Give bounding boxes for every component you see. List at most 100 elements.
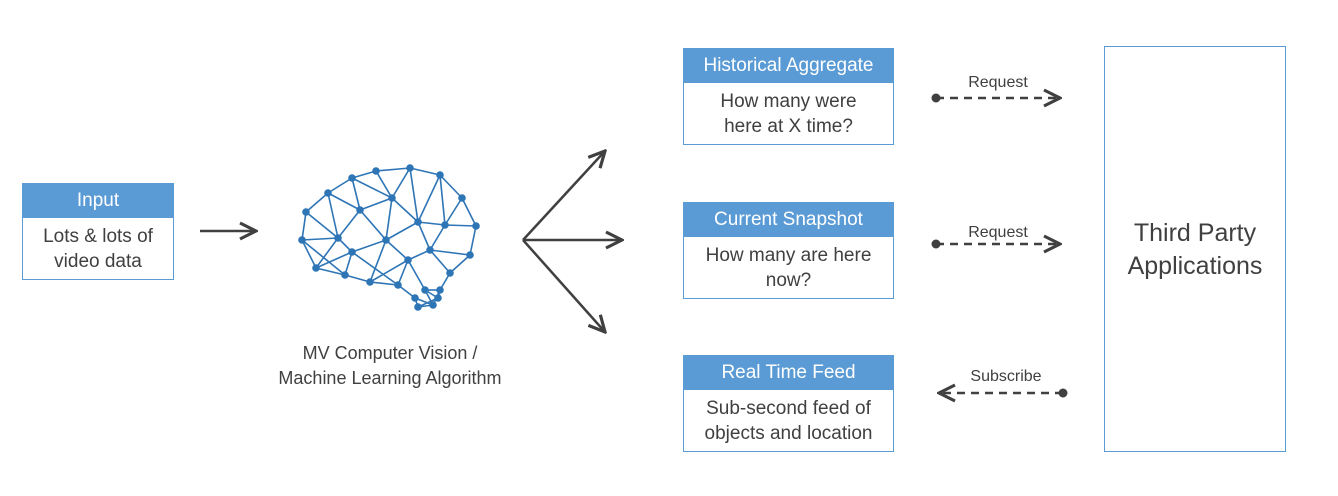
request-label-snapshot: Request [968,224,1028,241]
brain-node [341,271,349,279]
brain-edge [344,274,371,283]
real-time-feed-body: Sub-second feed of objects and location [704,398,873,444]
brain-edge [337,209,361,239]
brain-edge [417,221,431,251]
brain-edge [417,221,446,226]
brain-edge [407,249,431,261]
brain-edge [351,170,377,179]
brain-node [436,286,444,294]
subscribe-label-feed: Subscribe [970,368,1042,385]
brain-edge [351,177,361,211]
historical-aggregate-title: Historical Aggregate [684,49,893,83]
brain-edge [409,167,419,223]
third-party-box: Third Party Applications [1104,46,1286,452]
brain-edge [444,197,463,226]
brain-edge [351,177,393,199]
brain-node [348,248,356,256]
real-time-feed-box: Real Time Feed Sub-second feed of object… [683,355,894,452]
brain-edge [385,221,419,241]
brain-edge [315,267,346,276]
brain-edge [375,167,411,172]
brain-node [414,218,422,226]
brain-network-icon [298,164,480,311]
brain-edge [369,239,387,283]
brain-edge [409,167,441,176]
brain-edge [391,167,411,199]
brain-node [298,236,306,244]
brain-edge [301,211,307,241]
brain-node [434,294,442,302]
brain-edge [391,197,419,223]
current-snapshot-box: Current Snapshot How many are here now? [683,202,894,299]
brain-edge [417,174,441,223]
real-time-feed-title: Real Time Feed [684,356,893,390]
current-snapshot-body: How many are here now? [705,245,872,291]
brain-node [388,194,396,202]
brain-node [334,234,342,242]
input-body: Lots & lots of video data [43,226,153,272]
brain-node [356,206,364,214]
brain-edge [305,192,329,213]
brain-edge [359,209,387,241]
brain-edge [301,239,346,276]
brain-node [348,174,356,182]
brain-node [302,208,310,216]
brain-edge [375,170,393,199]
brain-edge [429,249,471,256]
brain-edge [301,239,317,269]
brain-edge [359,197,393,211]
brain-edge [369,259,409,283]
input-box: Input Lots & lots of video data [22,183,174,280]
brain-node [324,189,332,197]
brain-edge [407,259,426,291]
brain-edge [449,254,471,274]
brain-edge [344,251,353,276]
fan-arrow-down [522,239,605,332]
input-title: Input [23,184,173,218]
brain-edge [429,249,451,274]
brain-node [414,303,422,311]
request-label-historical: Request [968,74,1028,91]
brain-node [446,269,454,277]
brain-edge [327,192,339,239]
brain-edge [305,211,339,239]
brain-edge [351,251,399,286]
brain-node [421,286,429,294]
brain-node [441,221,449,229]
brain-edge [461,197,477,227]
brain-node [382,236,390,244]
brain-node [406,164,414,172]
brain-edge [439,174,463,199]
brain-edge [327,177,353,194]
brain-node [466,251,474,259]
brain-edge [385,239,409,261]
brain-edge [397,259,409,286]
brain-edge [469,225,477,256]
brain-edge [429,224,446,251]
brain-node [411,294,419,302]
brain-edge [315,237,339,269]
brain-edge [439,174,446,226]
brain-node [372,167,380,175]
brain-edge [327,192,361,211]
historical-aggregate-box: Historical Aggregate How many were here … [683,48,894,145]
brain-edge [301,237,339,241]
brain-node [458,194,466,202]
current-snapshot-title: Current Snapshot [684,203,893,237]
third-party-label: Third Party Applications [1127,219,1263,280]
brain-edge [315,251,353,269]
brain-node [404,256,412,264]
brain-edge [369,281,399,286]
brain-edge [351,239,387,253]
algorithm-caption: MV Computer Vision / Machine Learning Al… [278,343,502,388]
fan-arrow-up [522,151,605,241]
brain-node [436,171,444,179]
historical-aggregate-body: How many were here at X time? [720,91,857,137]
brain-node [312,264,320,272]
brain-edge [444,224,477,227]
brain-node [426,246,434,254]
brain-edge [385,197,393,241]
brain-node [429,301,437,309]
brain-node [394,281,402,289]
